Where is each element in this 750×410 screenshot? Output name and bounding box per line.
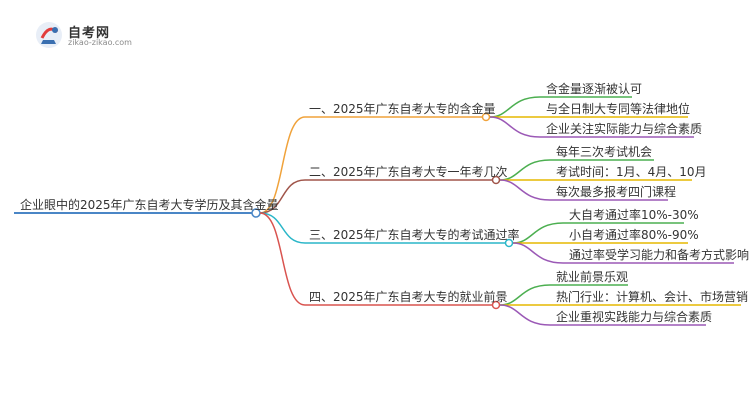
- leaf-node-3-2: 小自考通过率80%-90%: [569, 228, 699, 242]
- branch-node-4: 四、2025年广东自考大专的就业前景: [309, 290, 508, 304]
- branch4-leaf3-connector: [499, 304, 551, 326]
- leaf-node-2-3: 每次最多报考四门课程: [556, 185, 677, 199]
- leaf-node-1-2: 与全日制大专同等法律地位: [546, 102, 691, 116]
- branch-node-3: 三、2025年广东自考大专的考试通过率: [309, 228, 520, 242]
- branch2-leaf3-connector: [499, 179, 551, 201]
- branch1-leaf1-connector: [489, 96, 541, 118]
- branch3-leaf3-connector: [512, 242, 564, 264]
- branch1-leaf3-connector: [489, 116, 541, 138]
- root-node: 企业眼中的2025年广东自考大专学历及其含金量: [20, 198, 279, 212]
- branch3-connector: [259, 212, 306, 244]
- leaf-node-3-1: 大自考通过率10%-30%: [569, 208, 699, 222]
- leaf-node-1-1: 含金量逐渐被认可: [546, 82, 643, 96]
- leaf-node-2-1: 每年三次考试机会: [556, 145, 653, 159]
- branch4-connector: [259, 212, 306, 306]
- branch1-dot: [481, 112, 491, 122]
- logo-icon: [36, 22, 62, 48]
- leaf-node-2-2: 考试时间：1月、4月、10月: [556, 165, 707, 179]
- branch3-dot: [504, 238, 514, 248]
- leaf-node-4-3: 企业重视实践能力与综合素质: [556, 310, 713, 324]
- leaf-node-4-1: 就业前景乐观: [556, 270, 629, 284]
- branch2-dot: [491, 175, 501, 185]
- branch3-leaf1-connector: [512, 222, 564, 244]
- branch4-dot: [491, 300, 501, 310]
- logo-url: zikao-zikao.com: [68, 38, 132, 47]
- branch2-connector: [259, 179, 306, 214]
- branch-node-2: 二、2025年广东自考大专一年考几次: [309, 165, 508, 179]
- branch-node-1: 一、2025年广东自考大专的含金量: [309, 102, 496, 116]
- leaf-node-4-2: 热门行业：计算机、会计、市场营销: [556, 290, 749, 304]
- leaf-node-3-3: 通过率受学习能力和备考方式影响: [569, 248, 750, 262]
- site-logo[interactable]: [34, 20, 144, 52]
- leaf-node-1-3: 企业关注实际能力与综合素质: [546, 122, 703, 136]
- branch1-connector: [259, 116, 306, 214]
- logo-title: 自考网: [68, 26, 111, 41]
